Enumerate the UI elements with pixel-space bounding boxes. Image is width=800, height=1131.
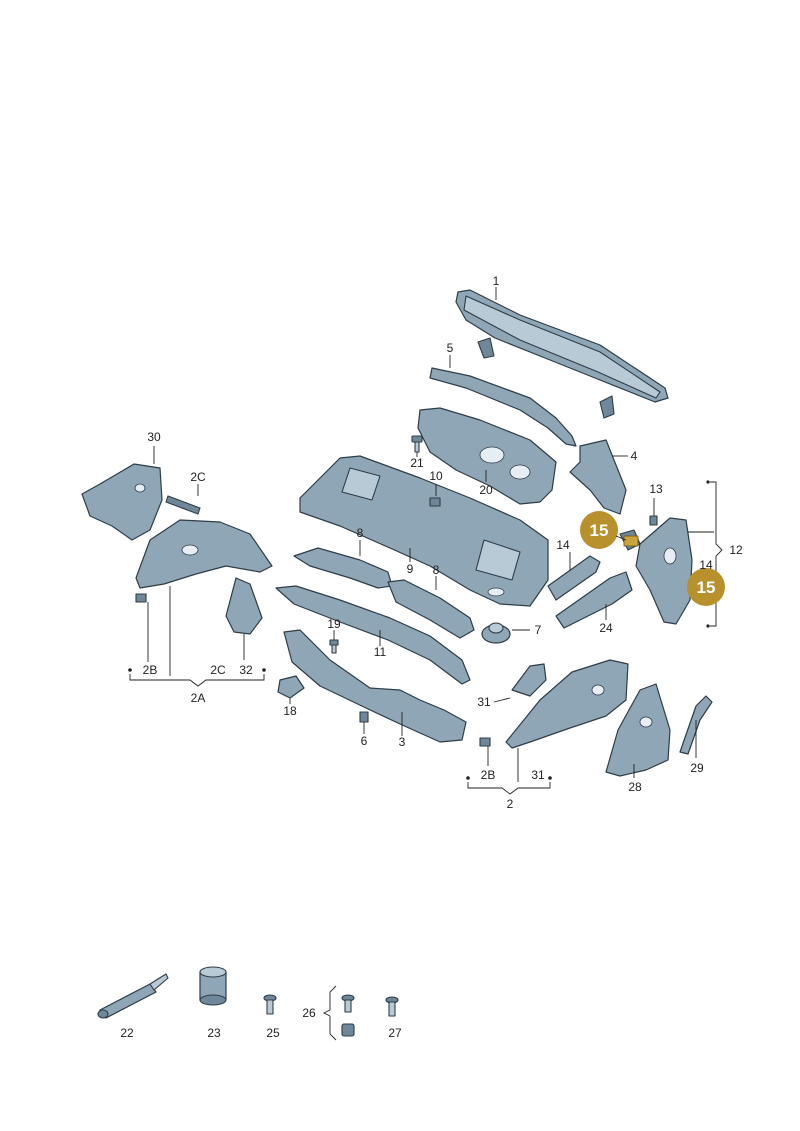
part-11-long-rail bbox=[275, 585, 471, 685]
part-18-bracket bbox=[277, 675, 305, 704]
part-12-pillar-panel bbox=[635, 517, 714, 625]
part-19-bolt bbox=[329, 630, 339, 654]
part-2C-strip bbox=[165, 484, 201, 515]
callout-21[interactable]: 21 bbox=[410, 456, 424, 470]
callout-8-right[interactable]: 8 bbox=[433, 563, 440, 577]
part-25-bolt bbox=[263, 994, 277, 1015]
part-29-brace bbox=[679, 695, 713, 758]
callout-3[interactable]: 3 bbox=[399, 735, 406, 749]
callout-14-right[interactable]: 14 bbox=[699, 558, 713, 572]
part-22-rod bbox=[97, 973, 169, 1019]
part-26-bolt-and-nut bbox=[322, 985, 355, 1041]
callout-7[interactable]: 7 bbox=[535, 623, 542, 637]
part-8-right-rail bbox=[387, 576, 475, 639]
svg-text:15: 15 bbox=[590, 521, 609, 540]
callout-31-bottom[interactable]: 31 bbox=[531, 768, 545, 782]
callout-19[interactable]: 19 bbox=[327, 617, 341, 631]
part-2A-wheelhouse bbox=[135, 519, 273, 589]
callout-11[interactable]: 11 bbox=[374, 645, 387, 659]
part-20-bulkhead bbox=[417, 407, 557, 505]
callout-6[interactable]: 6 bbox=[361, 734, 368, 748]
callout-5[interactable]: 5 bbox=[447, 341, 454, 355]
part-30-panel bbox=[81, 446, 163, 541]
part-14-plate bbox=[547, 552, 601, 601]
callout-23[interactable]: 23 bbox=[207, 1026, 221, 1040]
callout-28[interactable]: 28 bbox=[628, 780, 642, 794]
callout-29[interactable]: 29 bbox=[690, 761, 704, 775]
callout-30[interactable]: 30 bbox=[147, 430, 161, 444]
callout-31-top[interactable]: 31 bbox=[477, 695, 491, 709]
callout-9[interactable]: 9 bbox=[407, 562, 414, 576]
part-10-clip bbox=[429, 484, 441, 507]
callout-8-left[interactable]: 8 bbox=[357, 526, 364, 540]
callout-2A[interactable]: 2A bbox=[191, 691, 206, 705]
callout-2B-left[interactable]: 2B bbox=[143, 663, 158, 677]
callout-1[interactable]: 1 bbox=[493, 274, 500, 288]
callout-13[interactable]: 13 bbox=[649, 482, 663, 496]
leader-15-left bbox=[615, 535, 627, 541]
callout-24[interactable]: 24 bbox=[599, 621, 613, 635]
part-2-side-member bbox=[505, 659, 629, 749]
part-7-strut-mount bbox=[481, 622, 530, 644]
callout-20[interactable]: 20 bbox=[479, 483, 493, 497]
badge-15-left[interactable]: 15 bbox=[580, 511, 618, 549]
part-17-small-bracket bbox=[619, 529, 641, 551]
callout-32[interactable]: 32 bbox=[239, 663, 253, 677]
callout-labels: 1 5 30 4 21 10 2C 20 13 8 14 12 9 8 14 2… bbox=[120, 274, 743, 1040]
badge-15-right[interactable]: 15 bbox=[687, 568, 725, 606]
callout-4[interactable]: 4 bbox=[631, 449, 638, 463]
callout-2C-top[interactable]: 2C bbox=[190, 470, 206, 484]
part-23-can bbox=[199, 966, 227, 1006]
callout-25[interactable]: 25 bbox=[266, 1026, 280, 1040]
part-28-wheelhouse bbox=[605, 683, 671, 778]
bracket-2A bbox=[128, 668, 266, 687]
part-2B-left-clip bbox=[135, 593, 149, 662]
callout-26[interactable]: 26 bbox=[302, 1006, 316, 1020]
bracket-2 bbox=[466, 776, 552, 795]
part-13-clip bbox=[649, 498, 658, 526]
bracket-12 bbox=[706, 480, 723, 628]
part-5-brace bbox=[429, 355, 577, 447]
callout-14-left[interactable]: 14 bbox=[556, 538, 570, 552]
part-24-rail bbox=[555, 571, 633, 629]
part-32-bracket bbox=[225, 577, 263, 660]
callout-27[interactable]: 27 bbox=[388, 1026, 402, 1040]
part-8-left-rail bbox=[293, 540, 393, 589]
part-6-clip bbox=[359, 711, 369, 734]
callout-10[interactable]: 10 bbox=[429, 469, 443, 483]
part-9-dash-panel bbox=[299, 455, 549, 607]
part-27-bolt bbox=[385, 996, 399, 1017]
callout-2B-right[interactable]: 2B bbox=[481, 768, 496, 782]
part-21-bolt bbox=[411, 435, 423, 457]
callout-18[interactable]: 18 bbox=[283, 704, 297, 718]
part-3-lower-rail bbox=[283, 629, 467, 743]
svg-text:15: 15 bbox=[697, 578, 716, 597]
part-4-bracket bbox=[569, 439, 628, 515]
callout-12[interactable]: 12 bbox=[729, 543, 743, 557]
callout-2C-bottom[interactable]: 2C bbox=[210, 663, 226, 677]
part-2B-right-clip bbox=[479, 737, 491, 766]
part-1-cross-member bbox=[455, 287, 669, 419]
part-31-small-panel bbox=[493, 663, 547, 703]
callout-22[interactable]: 22 bbox=[120, 1026, 134, 1040]
callout-2[interactable]: 2 bbox=[507, 797, 514, 811]
